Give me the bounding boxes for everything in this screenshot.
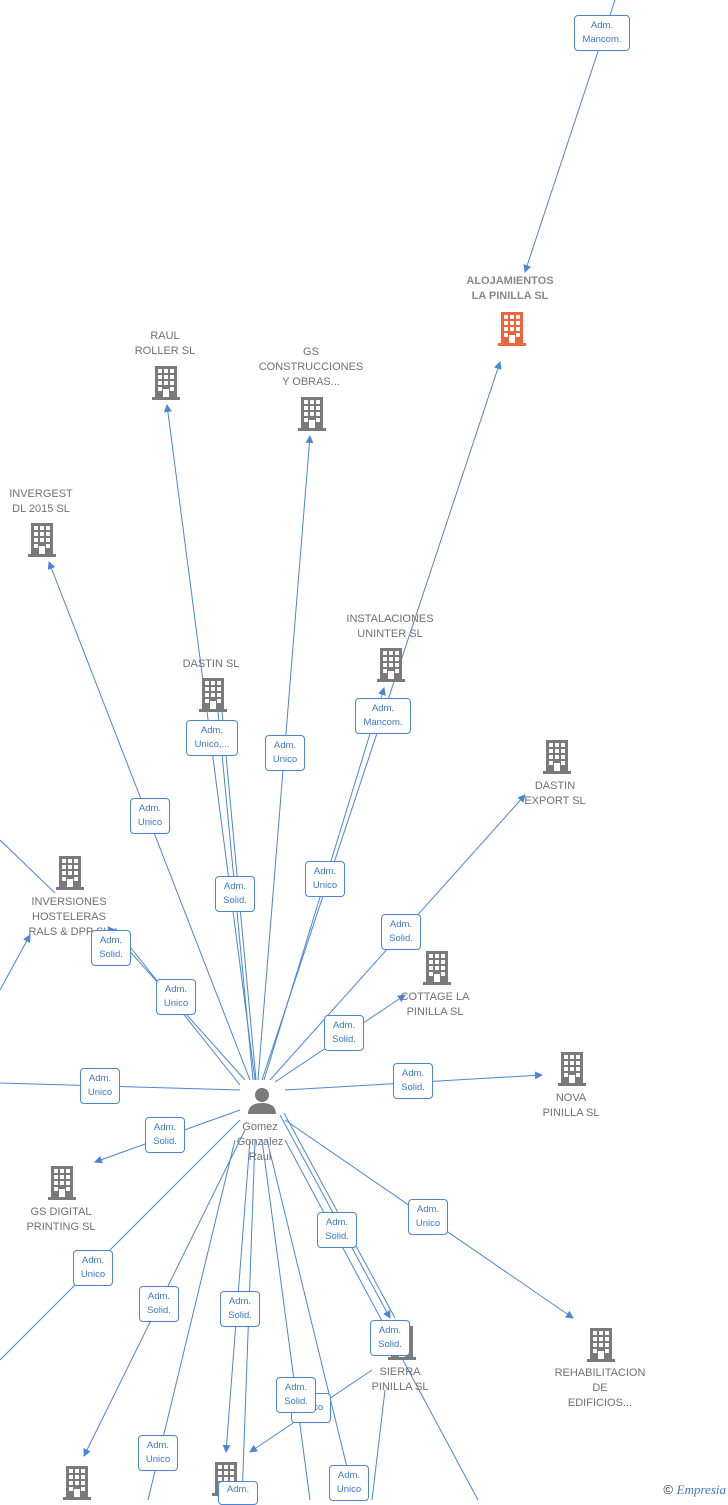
building-icon [423, 951, 451, 985]
edge-label[interactable]: Adm. Solid. [370, 1320, 410, 1356]
edge-label[interactable]: Adm. Mancom. [355, 698, 411, 734]
brand-logo: Empresia [676, 1482, 726, 1497]
node-instalaciones[interactable]: INSTALACIONES UNINTER SL [346, 613, 434, 640]
building-icon [543, 740, 571, 774]
edge-label[interactable]: Adm. Unico [138, 1435, 178, 1471]
edge-label[interactable]: Adm. Solid. [220, 1291, 260, 1327]
edge-label[interactable]: Adm. Mancom. [574, 15, 630, 51]
building-icon [48, 1166, 76, 1200]
edge-label[interactable]: Adm. Unico [265, 735, 305, 771]
edge-label[interactable]: Adm. Solid. [145, 1117, 185, 1153]
node-sierra[interactable]: SIERRA PINILLA SL [371, 1366, 429, 1393]
edge-label[interactable]: Adm. Unico [305, 861, 345, 897]
copyright-symbol: © [663, 1482, 674, 1497]
edge-label[interactable]: Adm. Unico,... [186, 720, 238, 756]
building-icon [152, 366, 180, 400]
person-icon [248, 1088, 276, 1114]
node-nova[interactable]: NOVA PINILLA SL [542, 1092, 600, 1119]
edge-person-left [0, 1082, 241, 1091]
edge-left-top [0, 839, 56, 894]
edge-sierra-b2 [371, 1389, 386, 1500]
node-gs-digital[interactable]: GS DIGITAL PRINTING SL [26, 1206, 96, 1233]
building-icon [498, 312, 526, 346]
edge-label[interactable]: Adm. Solid. [139, 1286, 179, 1322]
building-icon [28, 523, 56, 557]
edge-label[interactable]: Adm. Solid. [215, 876, 255, 912]
node-rehabilitacion[interactable]: REHABILITACION DE EDIFICIOS... [554, 1367, 646, 1409]
building-icon [63, 1466, 91, 1500]
edge-label[interactable]: Adm. Solid. [317, 1212, 357, 1248]
edge-person-b4 [261, 1139, 311, 1500]
edge-left-inv [0, 934, 31, 991]
node-dastin[interactable]: DASTIN SL [182, 658, 240, 670]
building-icon [298, 397, 326, 431]
node-dastin-export[interactable]: DASTIN EXPORT SL [524, 780, 586, 807]
edge-label[interactable]: Adm. Unico [329, 1465, 369, 1501]
edge-label[interactable]: Adm. Solid. [381, 914, 421, 950]
edge-label[interactable]: Adm. Unico [73, 1250, 113, 1286]
node-gs-construcciones[interactable]: GS CONSTRUCCIONES Y OBRAS... [258, 346, 364, 388]
building-icon [558, 1052, 586, 1086]
node-inversiones[interactable]: INVERSIONES HOSTELERAS RALS & DPP SL [28, 896, 109, 938]
node-person[interactable]: Gomez Gonzalez Raul [236, 1121, 284, 1163]
edge-person-bl [0, 1119, 241, 1361]
edge-label[interactable]: Adm. Solid. [324, 1015, 364, 1051]
edge-label[interactable]: Adm. [218, 1481, 258, 1505]
building-icon [199, 678, 227, 712]
edge-person-b5 [266, 1139, 356, 1500]
edge-label[interactable]: Adm. Unico [156, 979, 196, 1015]
edge-label[interactable]: Adm. Solid. [393, 1063, 433, 1099]
node-cottage[interactable]: COTTAGE LA PINILLA SL [400, 991, 470, 1018]
node-invergest[interactable]: INVERGEST DL 2015 SL [9, 488, 73, 515]
building-icon [56, 856, 84, 890]
edge-label[interactable]: Adm. Unico [408, 1199, 448, 1235]
node-raul-roller[interactable]: RAUL ROLLER SL [134, 330, 196, 357]
watermark: © Empresia [663, 1482, 726, 1498]
edge-label[interactable]: Adm. Solid. [91, 930, 131, 966]
node-alojamientos[interactable]: ALOJAMIENTOS LA PINILLA SL [466, 275, 554, 302]
edge-label[interactable]: Adm. Unico [130, 798, 170, 834]
building-icon [587, 1328, 615, 1362]
building-icon [377, 648, 405, 682]
edge-label[interactable]: Adm. Solid. [276, 1377, 316, 1413]
edge-label[interactable]: Adm. Unico [80, 1068, 120, 1104]
